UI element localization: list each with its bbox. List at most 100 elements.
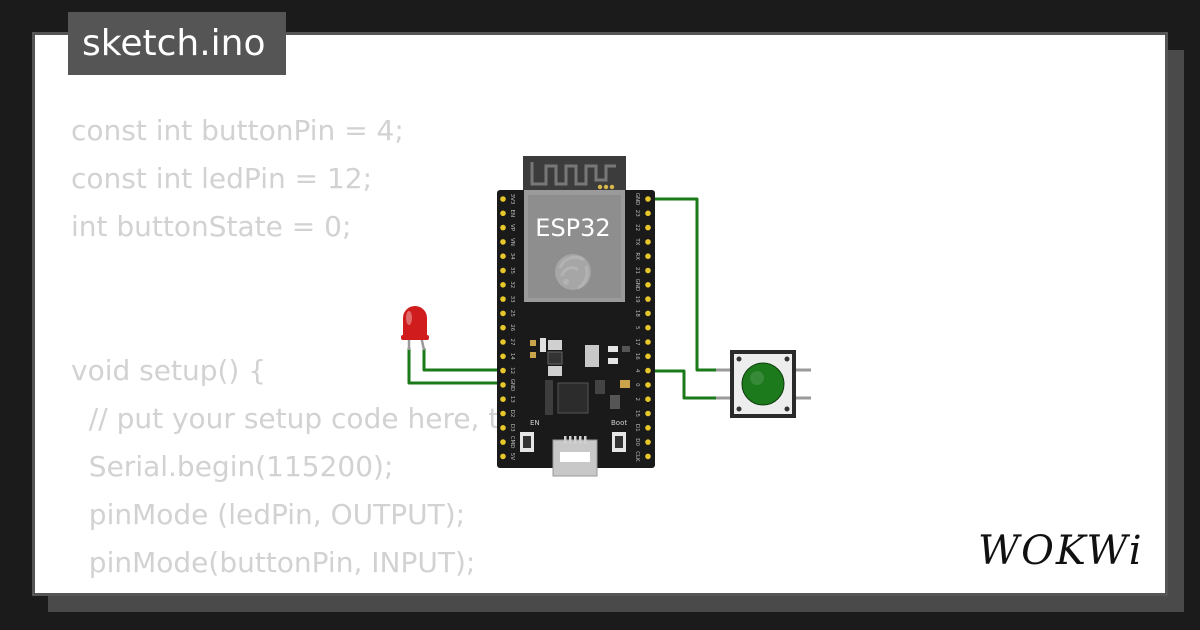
right-pin-label: 19 <box>634 296 640 303</box>
red-led-icon[interactable] <box>401 306 429 351</box>
right-pin-label: GND <box>634 278 640 291</box>
wokwi-logo[interactable]: WOKWi <box>978 528 1144 574</box>
right-pin-22[interactable] <box>645 224 651 231</box>
right-pin-label: 16 <box>634 353 640 360</box>
esp32-board[interactable]: ESP32 EN Boot <box>497 156 655 477</box>
right-pin-label: 17 <box>634 339 640 346</box>
left-pin-label: 35 <box>509 267 515 274</box>
left-pin-label: 32 <box>509 281 515 288</box>
left-pin-label: 34 <box>509 253 515 260</box>
pushbutton-icon[interactable] <box>716 350 811 418</box>
right-pin-CLK[interactable] <box>645 453 651 460</box>
wire-gnd-to-button <box>648 197 730 372</box>
usb-uart-chip <box>557 382 589 414</box>
right-pin-label: 2 <box>634 397 640 401</box>
right-pin-0[interactable] <box>645 382 651 388</box>
right-pin-label: D0 <box>634 438 640 446</box>
board-name-label: ESP32 <box>535 214 610 242</box>
file-title-tab[interactable]: sketch.ino <box>68 12 286 75</box>
right-pin-23[interactable] <box>645 210 651 217</box>
left-pin-label: 33 <box>509 296 515 303</box>
right-pin-21[interactable] <box>645 267 651 274</box>
left-pin-34[interactable] <box>500 253 506 259</box>
left-pin-13[interactable] <box>500 396 506 403</box>
code-line: Serial.begin(115200); <box>71 450 394 483</box>
right-pin-19[interactable] <box>645 296 651 302</box>
left-pin-label: D3 <box>509 424 515 432</box>
left-pin-label: VN <box>509 238 515 246</box>
left-pin-label: VP <box>509 224 515 232</box>
voltage-regulator <box>585 345 599 367</box>
right-pin-15[interactable] <box>645 410 651 417</box>
left-pin-3V3[interactable] <box>500 196 506 202</box>
right-pin-label: 21 <box>634 267 640 274</box>
left-pin-label: EN <box>509 210 515 218</box>
code-line: pinMode(buttonPin, INPUT); <box>71 546 476 579</box>
antenna-trace <box>530 162 616 186</box>
right-pin-GND[interactable] <box>645 196 651 202</box>
left-pin-CMD[interactable] <box>500 439 506 445</box>
left-pin-VP[interactable] <box>500 224 506 231</box>
usb-pin <box>584 436 587 444</box>
left-pin-GND[interactable] <box>500 382 506 388</box>
right-pin-label: CLK <box>634 451 640 462</box>
right-pin-GND[interactable] <box>645 282 651 288</box>
left-pin-5V[interactable] <box>500 453 506 460</box>
right-pin-2[interactable] <box>645 396 651 403</box>
wire-led-to-gnd <box>407 348 502 385</box>
left-pin-label: 14 <box>509 353 515 360</box>
usb-pin <box>564 436 567 444</box>
left-pin-D2[interactable] <box>500 410 506 417</box>
left-pin-35[interactable] <box>500 267 506 274</box>
left-pin-label: CMD <box>509 436 515 449</box>
left-pin-label: 26 <box>509 324 515 331</box>
left-pin-label: GND <box>509 379 515 392</box>
right-pin-label: 18 <box>634 310 640 317</box>
left-pin-header[interactable]: 3V3ENVPVN343532332526271412GND13D2D3CMD5… <box>500 194 515 461</box>
right-pin-5[interactable] <box>645 324 651 331</box>
espressif-logo-icon <box>555 254 591 290</box>
left-pin-label: D2 <box>509 410 515 418</box>
left-pin-EN[interactable] <box>500 210 506 217</box>
left-pin-33[interactable] <box>500 296 506 302</box>
left-pin-label: 13 <box>509 396 515 403</box>
code-line: void setup() { <box>71 354 267 387</box>
left-pin-14[interactable] <box>500 353 506 360</box>
right-pin-label: 4 <box>634 369 640 373</box>
right-pin-RX[interactable] <box>645 253 651 259</box>
right-pin-label: RX <box>634 252 640 260</box>
right-pin-label: 22 <box>634 224 640 231</box>
right-pin-16[interactable] <box>645 353 651 360</box>
code-line: pinMode (ledPin, OUTPUT); <box>71 498 466 531</box>
code-line: int buttonState = 0; <box>71 210 352 243</box>
right-pin-TX[interactable] <box>645 239 651 245</box>
left-pin-26[interactable] <box>500 324 506 331</box>
usb-pin <box>579 436 582 444</box>
left-pin-32[interactable] <box>500 282 506 288</box>
right-pin-label: TX <box>634 237 640 245</box>
left-pin-27[interactable] <box>500 339 506 345</box>
left-pin-VN[interactable] <box>500 239 506 245</box>
right-pin-4[interactable] <box>645 367 651 374</box>
right-pin-18[interactable] <box>645 310 651 317</box>
left-pin-label: 3V3 <box>509 194 515 205</box>
left-pin-25[interactable] <box>500 310 506 317</box>
right-pin-label: 15 <box>634 410 640 417</box>
right-pin-label: 0 <box>634 383 640 387</box>
boot-label: Boot <box>611 419 627 427</box>
code-line: const int buttonPin = 4; <box>71 114 404 147</box>
left-pin-label: 5V <box>509 453 515 460</box>
right-pin-D0[interactable] <box>645 439 651 445</box>
right-pin-17[interactable] <box>645 339 651 345</box>
left-pin-D3[interactable] <box>500 425 506 431</box>
usb-pin <box>574 436 577 444</box>
code-line: const int ledPin = 12; <box>71 162 373 195</box>
right-pin-D1[interactable] <box>645 425 651 431</box>
right-pin-label: 23 <box>634 210 640 217</box>
wire-led-to-pin12 <box>422 348 502 372</box>
usb-pin <box>569 436 572 444</box>
right-pin-label: 5 <box>634 326 640 330</box>
left-pin-12[interactable] <box>500 367 506 374</box>
